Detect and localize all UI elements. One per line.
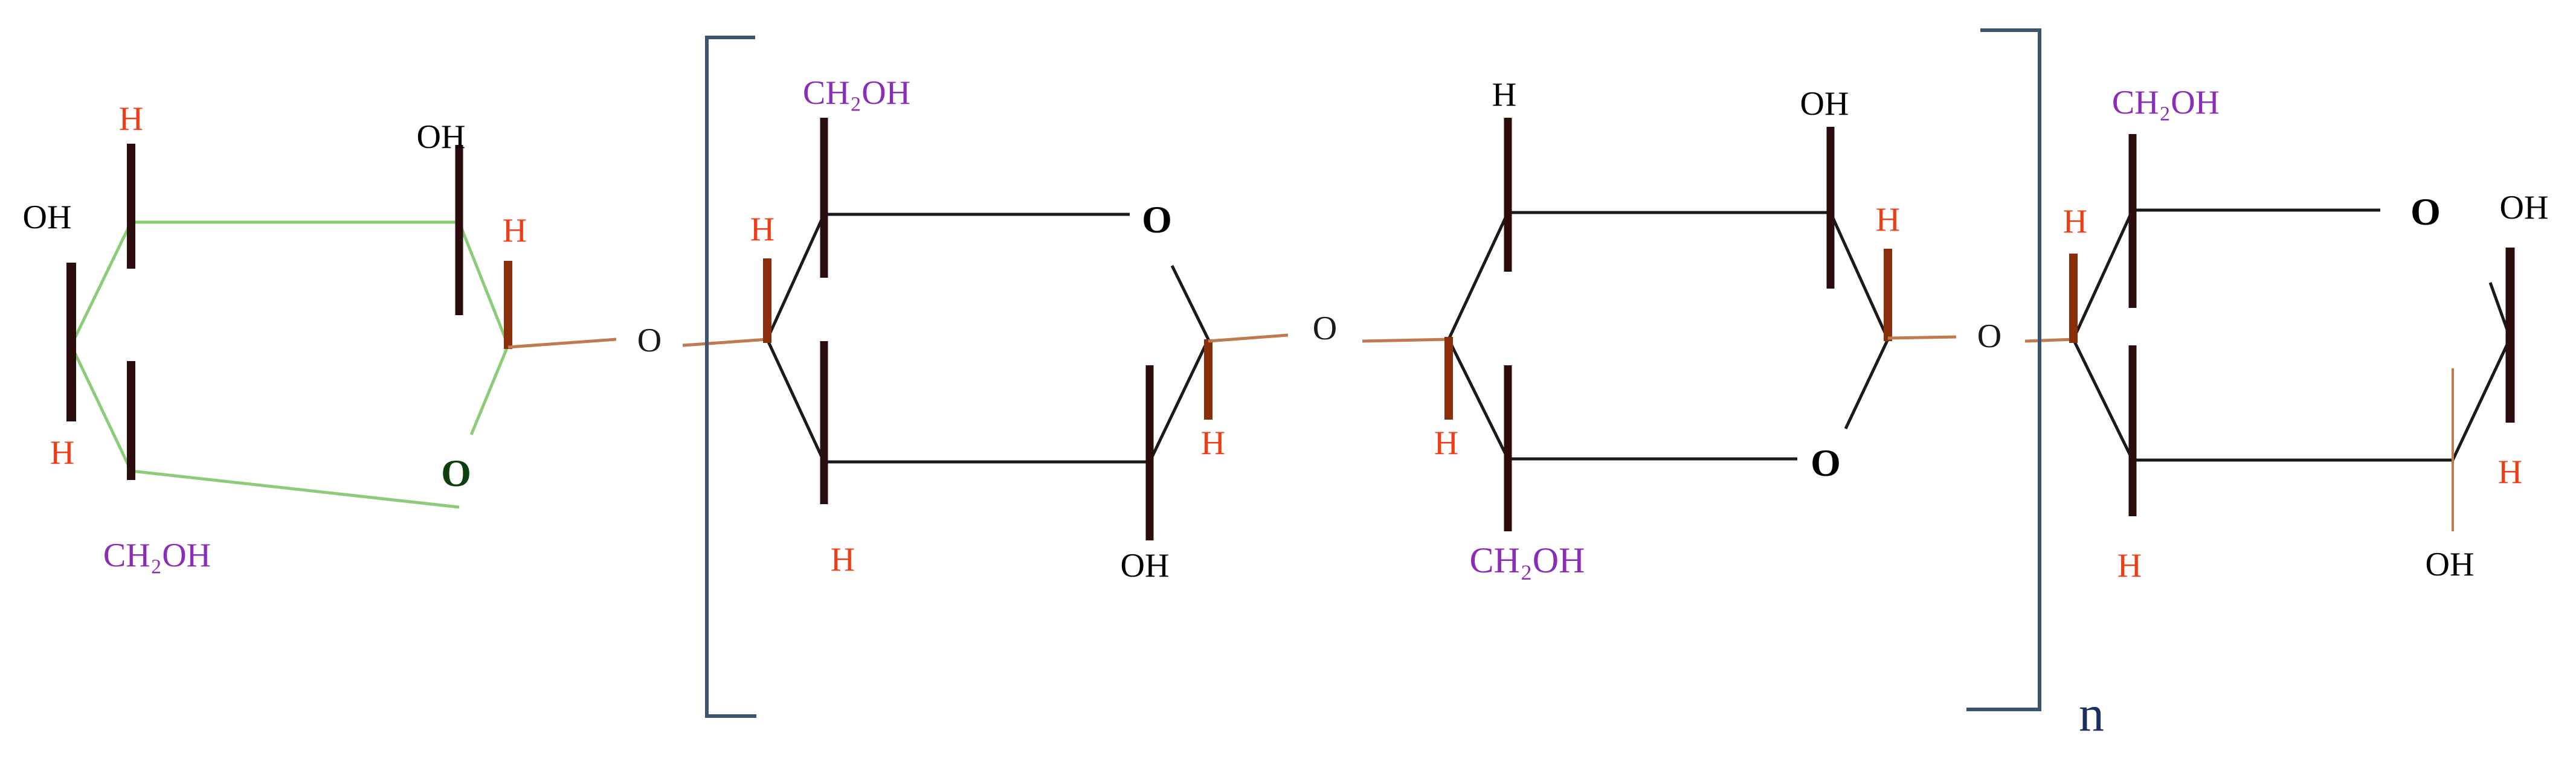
ring2-h-left: H: [750, 211, 774, 248]
ring4-ch2oh: CH₂OH: [2112, 84, 2220, 121]
ring1-ring-oxygen: O: [441, 452, 471, 494]
repeat-subscript-n: n: [2079, 686, 2104, 742]
glycosidic-bond-1b: [682, 338, 768, 347]
glycosidic-oxygen-1: O: [637, 322, 662, 359]
ring1-ch2oh: CH₂OH: [103, 537, 211, 574]
glycosidic-bond-3a: [1887, 335, 1957, 340]
repeat-ring-1-outline: [765, 213, 1210, 464]
repeat-ring-1: [763, 118, 1212, 540]
ring4-h-left: H: [2063, 203, 2087, 240]
terminal-ring-right-outline: [2072, 208, 2512, 462]
ring2-ring-oxygen: O: [1142, 198, 1172, 241]
terminal-ring-left: [66, 144, 512, 509]
ring3-h-top: H: [1492, 76, 1516, 114]
glycosidic-bond-2a: [1208, 333, 1289, 343]
ring4-oh-bottom: OH: [2426, 546, 2475, 583]
glycosidic-bond-3b: [2024, 338, 2074, 343]
repeat-bracket-right: [1966, 28, 2041, 711]
glycosidic-oxygen-2: O: [1313, 310, 1337, 347]
repeat-bracket-left: [705, 36, 756, 718]
ring1-h-top: H: [119, 100, 143, 138]
ring4-oh-right: OH: [2500, 189, 2549, 226]
ring2-ch2oh: CH₂OH: [803, 74, 910, 112]
ring4-h-right: H: [2498, 453, 2522, 491]
ring4-ring-oxygen: O: [2410, 190, 2441, 233]
glycosidic-oxygen-3: O: [1977, 318, 2001, 355]
ring4-h-bottom: H: [2117, 547, 2142, 584]
ring3-h-left: H: [1434, 424, 1458, 462]
glycosidic-bond-1a: [507, 338, 617, 349]
repeat-ring-2: [1444, 118, 1892, 531]
ring3-ch2oh: CH₂OH: [1470, 540, 1585, 580]
ring1-h-bottom: H: [50, 434, 74, 472]
atom-labels: H OH H CH₂OH OH H O O CH₂OH H O H H OH O…: [23, 74, 2549, 742]
ring2-h-bottom: H: [831, 541, 855, 578]
ring2-h-anomeric: H: [1201, 424, 1225, 462]
terminal-ring-right: [2069, 134, 2515, 531]
ring3-oh-top: OH: [1800, 85, 1849, 123]
ring3-h-anomeric: H: [1876, 201, 1900, 238]
ring1-oh-left: OH: [23, 199, 72, 236]
ring2-oh-bottom: OH: [1121, 547, 1170, 584]
ring1-h-anomeric: H: [503, 212, 527, 249]
repeat-ring-2-outline: [1447, 211, 1890, 461]
glycosidic-bond-2b: [1362, 338, 1449, 343]
ring3-ring-oxygen: O: [1811, 441, 1841, 484]
ring1-oh-top: OH: [417, 118, 466, 156]
